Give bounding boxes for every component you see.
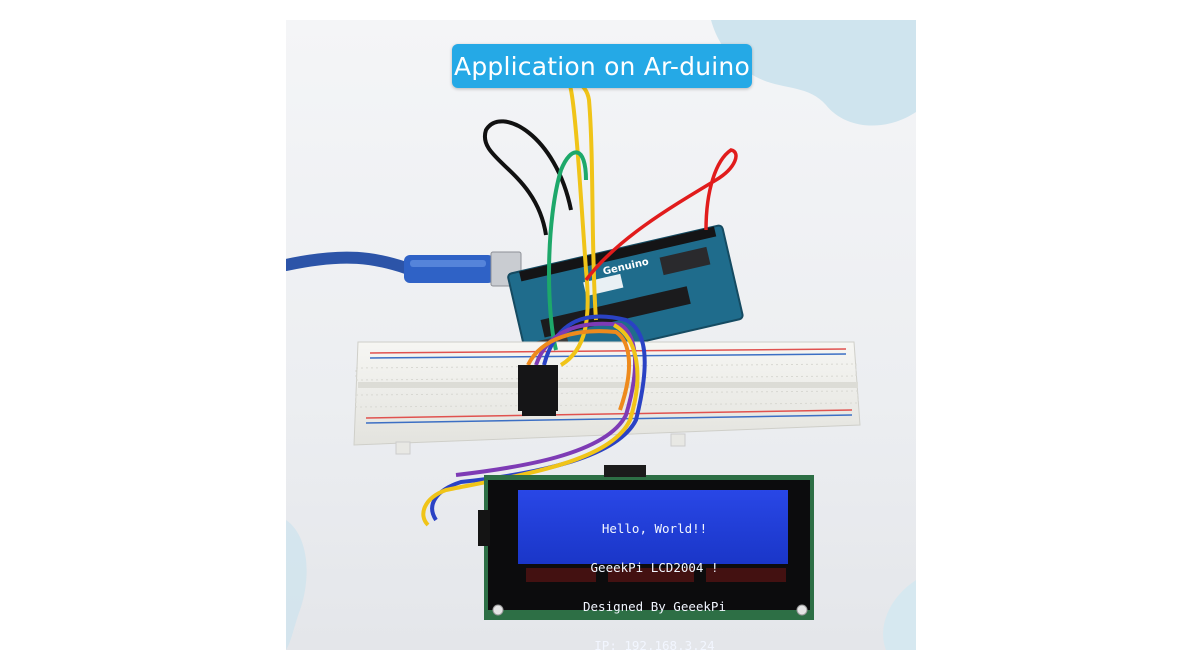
red-wire xyxy=(584,148,738,282)
blue-wire xyxy=(430,314,647,522)
yellow-wire xyxy=(559,81,598,367)
lcd-display-text: Hello, World!! GeeekPi LCD2004 ! Designe… xyxy=(522,496,787,650)
orange-wire xyxy=(526,329,631,411)
title-banner-text: Application on Ar-duino xyxy=(454,51,750,81)
title-banner: Application on Ar-duino xyxy=(452,44,752,88)
usb-connector-body xyxy=(404,255,494,283)
lcd-line-2: GeeekPi LCD2004 ! xyxy=(590,560,719,575)
lcd-module xyxy=(478,465,814,620)
header-connector xyxy=(518,365,558,411)
lcd-line-1: Hello, World!! xyxy=(601,521,708,536)
background-blob-top-right xyxy=(711,20,916,126)
green-wire xyxy=(547,150,588,351)
usb-cable xyxy=(286,251,447,278)
product-photo: Application on Ar-duino Genuino Hello, W… xyxy=(286,20,916,650)
background-blob-bottom-left xyxy=(286,520,307,650)
lcd-screen xyxy=(518,490,788,564)
purple-wire xyxy=(455,321,637,477)
breadboard xyxy=(353,341,861,455)
black-wire xyxy=(482,119,573,236)
scene-svg xyxy=(286,20,916,650)
lcd-line-4: IP: 192.168.3.24 xyxy=(594,638,715,650)
background-blob-bottom-right xyxy=(883,580,916,650)
yellow-wire-lower xyxy=(421,323,640,527)
lcd-line-3: Designed By GeeekPi xyxy=(583,599,726,614)
